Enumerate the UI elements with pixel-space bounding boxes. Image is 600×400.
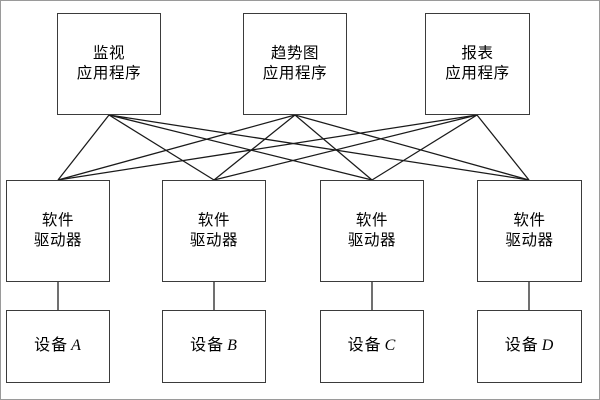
device-label-text: 设备: [504, 337, 539, 355]
driver-label-line2: 驱动器: [347, 231, 397, 249]
device-label-text: 设备: [347, 337, 382, 355]
application-label-line1: 监视: [92, 45, 126, 63]
connector-app-monitor-to-driver-a: [57, 114, 110, 181]
device-identifier: D: [541, 337, 555, 355]
driver-label-line2: 驱动器: [33, 231, 83, 249]
application-box-trend[interactable]: 趋势图 应用程序: [243, 13, 347, 115]
connector-app-report-to-driver-c: [371, 114, 478, 181]
software-driver-box-d[interactable]: 软件 驱动器: [477, 180, 582, 282]
connector-app-trend-to-driver-d: [294, 114, 530, 181]
application-box-monitor[interactable]: 监视 应用程序: [57, 13, 161, 115]
application-label-line1: 趋势图: [270, 45, 320, 63]
software-driver-box-c[interactable]: 软件 驱动器: [320, 180, 424, 282]
device-identifier: B: [227, 337, 238, 355]
application-label-line1: 报表: [461, 45, 494, 63]
driver-label-line1: 软件: [197, 212, 231, 230]
application-box-report[interactable]: 报表 应用程序: [425, 13, 530, 115]
software-driver-box-a[interactable]: 软件 驱动器: [6, 180, 110, 282]
driver-label-line1: 软件: [513, 212, 546, 230]
device-identifier: A: [71, 337, 82, 355]
connector-app-trend-to-driver-b: [213, 114, 296, 181]
driver-label-line2: 驱动器: [505, 231, 554, 249]
driver-label-line1: 软件: [41, 212, 75, 230]
device-identifier: C: [384, 337, 397, 355]
device-label-text: 设备: [34, 337, 69, 355]
connector-app-monitor-to-driver-c: [108, 114, 373, 181]
connector-app-report-to-driver-a: [57, 114, 478, 181]
connector-app-trend-to-driver-a: [57, 114, 296, 181]
device-label-text: 设备: [190, 337, 225, 355]
software-driver-box-b[interactable]: 软件 驱动器: [162, 180, 266, 282]
connector-app-monitor-to-driver-b: [108, 114, 215, 181]
application-label-line2: 应用程序: [76, 64, 142, 82]
driver-label-line1: 软件: [355, 212, 389, 230]
connector-app-monitor-to-driver-d: [108, 114, 530, 181]
driver-label-line2: 驱动器: [189, 231, 239, 249]
application-label-line2: 应用程序: [445, 64, 510, 82]
connector-app-report-to-driver-b: [213, 114, 478, 181]
connector-app-report-to-driver-d: [476, 114, 530, 181]
connector-app-trend-to-driver-c: [294, 114, 373, 181]
application-label-line2: 应用程序: [262, 64, 328, 82]
